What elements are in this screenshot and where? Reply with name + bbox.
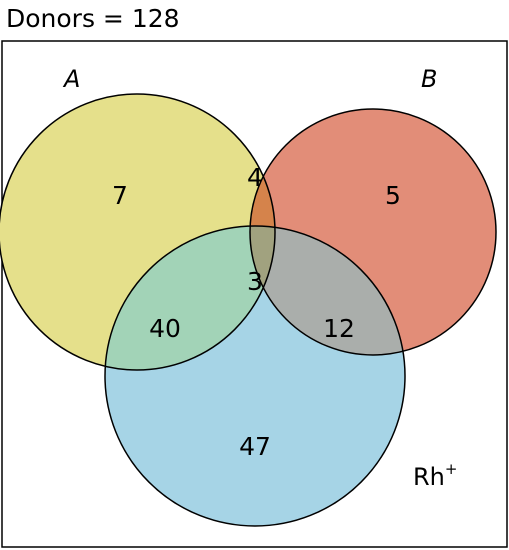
diagram-title: Donors = 128 <box>6 4 180 33</box>
set-rh-label: Rh+ <box>413 460 457 491</box>
region-a-rh-fill <box>105 226 275 370</box>
region-b-rh-fill <box>250 226 405 355</box>
set-rh-label-base: Rh <box>413 463 445 491</box>
region-rh-only-count: 47 <box>239 432 271 461</box>
region-b-rh-count: 12 <box>323 314 355 343</box>
region-a-rh-count: 40 <box>149 314 181 343</box>
set-b-label: B <box>421 65 437 93</box>
set-rh-outline <box>104 225 406 527</box>
region-a-b-count: 4 <box>247 163 263 192</box>
region-a-only-count: 7 <box>112 181 128 210</box>
set-a-label: A <box>62 65 80 93</box>
set-rh-label-superscript: + <box>445 460 458 478</box>
region-b-only-count: 5 <box>385 181 401 210</box>
region-a-b-rh-count: 3 <box>247 267 263 296</box>
set-a-outline <box>0 93 276 371</box>
set-b-outline <box>249 108 497 356</box>
